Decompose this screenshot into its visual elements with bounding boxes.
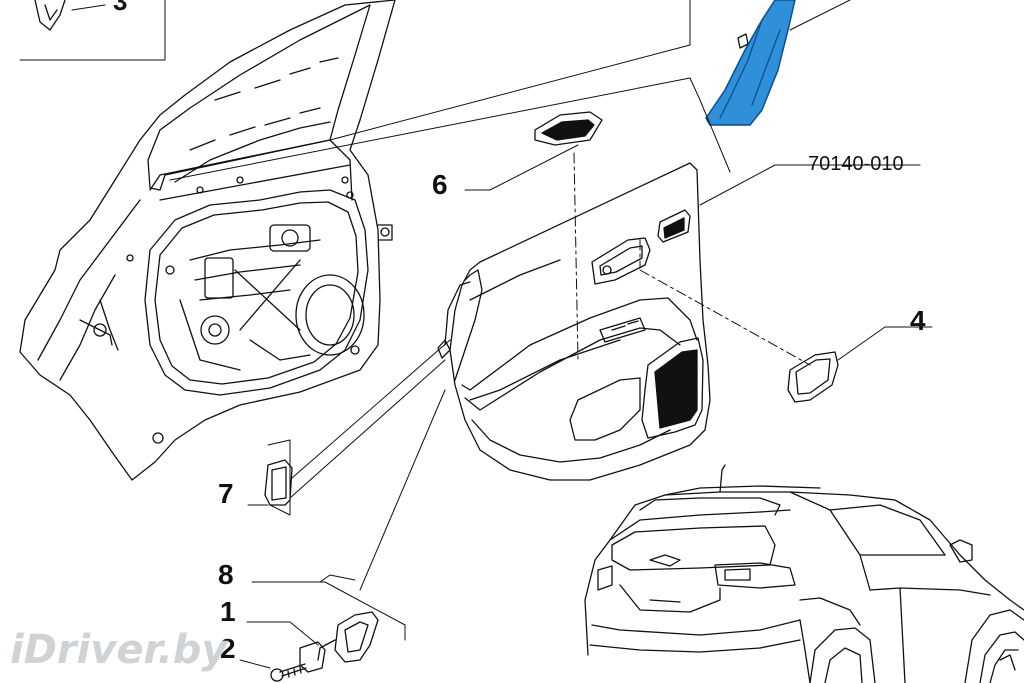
callout-4: 4 <box>910 305 926 336</box>
door-trim-panel <box>437 162 711 481</box>
callout-7: 7 <box>218 478 234 509</box>
part-7-clip <box>264 459 293 506</box>
part-3-piece <box>34 0 66 31</box>
part-code-label: 70140-010 <box>808 153 904 175</box>
vehicle-illustration <box>584 464 1024 683</box>
callout-8: 8 <box>218 559 234 590</box>
callout-6: 6 <box>432 169 448 200</box>
callout-2: 2 <box>220 633 236 664</box>
window-seal-highlighted <box>705 0 796 126</box>
watermark-text: iDriver.by <box>10 627 229 673</box>
part-1-plug <box>299 641 326 673</box>
part-8-bracket <box>317 611 379 663</box>
door-frame <box>19 0 396 481</box>
part-4-cover <box>787 351 839 403</box>
callout-1: 1 <box>220 596 236 627</box>
callout-labels: 3 6 70140-010 4 7 8 1 2 iDriver.by <box>10 0 926 673</box>
leader-lines <box>19 0 933 669</box>
part-6-cover <box>534 111 603 146</box>
part-2-screw <box>270 663 307 682</box>
callout-3: 3 <box>113 0 127 16</box>
